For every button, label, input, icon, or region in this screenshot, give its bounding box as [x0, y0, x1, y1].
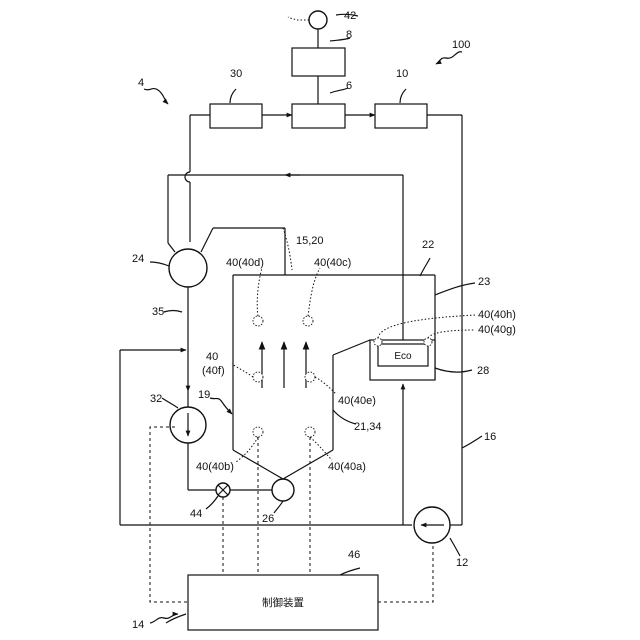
label-40f-b: (40f) — [202, 365, 225, 377]
sensor-40h — [374, 338, 382, 346]
label-21-34: 21,34 — [354, 421, 382, 433]
sensor-40a — [305, 427, 315, 437]
motor-42 — [309, 11, 327, 29]
pump-26 — [272, 479, 294, 501]
sensor-40e — [305, 372, 315, 382]
return-loop — [120, 350, 412, 525]
pointer-4 — [144, 89, 168, 104]
label-40g: 40(40g) — [478, 324, 516, 336]
label-40b: 40(40b) — [196, 461, 234, 473]
label-24: 24 — [132, 253, 144, 265]
economizer: Eco — [370, 340, 435, 412]
label-40a: 40(40a) — [328, 461, 366, 473]
label-35: 35 — [152, 306, 164, 318]
economizer-label: Eco — [394, 351, 412, 362]
label-32: 32 — [150, 393, 162, 405]
label-19: 19 — [198, 389, 210, 401]
valve-44 — [216, 483, 272, 497]
label-40h: 40(40h) — [478, 309, 516, 321]
label-12: 12 — [456, 557, 468, 569]
pointer-19 — [210, 398, 232, 414]
label-10: 10 — [396, 68, 408, 80]
label-46: 46 — [348, 549, 360, 561]
label-15-20: 15,20 — [296, 235, 324, 247]
label-100: 100 — [452, 39, 470, 51]
label-30: 30 — [230, 68, 242, 80]
pipe-16 — [450, 115, 462, 525]
box-6 — [292, 104, 345, 128]
top-flow-line — [185, 115, 462, 242]
flow-arrows — [262, 342, 306, 388]
sensor-40d — [253, 316, 263, 326]
sensor-40f — [253, 372, 263, 382]
controller-46: 制御装置 — [188, 575, 378, 630]
label-26: 26 — [262, 513, 274, 525]
label-40c: 40(40c) — [314, 257, 351, 269]
label-6: 6 — [346, 80, 352, 92]
pump-12 — [414, 507, 450, 543]
pointer-100 — [436, 52, 462, 64]
sensor-40b — [253, 427, 263, 437]
pump-32 — [170, 407, 216, 490]
sensor-labels: 40(40d) 40(40c) 40(40h) 40(40g) 40 (40f)… — [196, 257, 516, 473]
label-40e: 40(40e) — [338, 395, 376, 407]
label-23: 23 — [478, 276, 490, 288]
label-22: 22 — [422, 239, 434, 251]
motor-lead — [288, 17, 309, 20]
label-8: 8 — [346, 29, 352, 41]
label-4: 4 — [138, 77, 144, 89]
label-40d: 40(40d) — [226, 257, 264, 269]
sensor-40c — [303, 316, 313, 326]
box-8 — [292, 48, 345, 76]
box-10 — [375, 104, 427, 128]
box-30 — [210, 104, 262, 128]
label-28: 28 — [477, 365, 489, 377]
controller-label: 制御装置 — [262, 596, 304, 609]
label-44: 44 — [190, 508, 202, 520]
label-16: 16 — [484, 431, 496, 443]
label-40f-a: 40 — [206, 351, 218, 363]
sensor-40g — [424, 338, 432, 346]
label-42: 42 — [344, 10, 356, 22]
label-14: 14 — [132, 619, 144, 631]
